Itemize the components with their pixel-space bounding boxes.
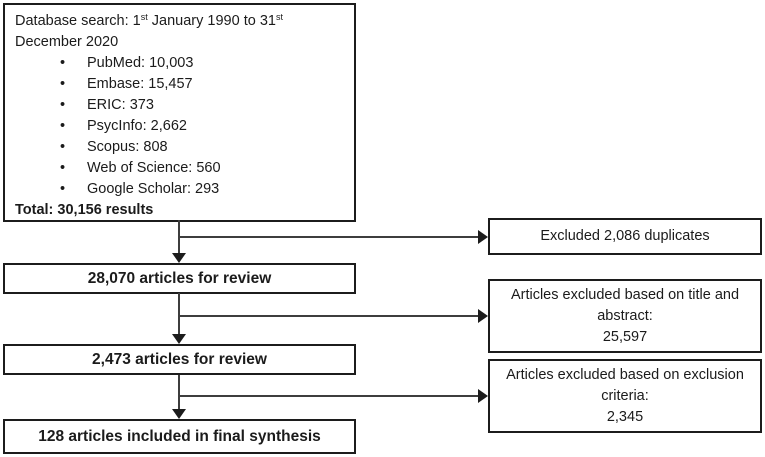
flow-line-vertical [178,293,180,335]
flow-line-horizontal [178,315,478,317]
reviewed-articles-label: 28,070 articles for review [87,269,272,287]
arrowhead-right-icon [478,309,488,323]
excluded-duplicates-box: Excluded 2,086 duplicates [488,218,762,255]
arrowhead-down-icon [172,334,186,344]
database-count-item: • ERIC: 373 [15,95,344,116]
database-count-item: • Embase: 15,457 [15,74,344,95]
included-articles-box: 128 articles included in final synthesis [3,419,356,454]
bullet-icon: • [60,139,66,155]
exclusion-text-line: Articles excluded based on title and [510,286,740,303]
search-title-text: Database search: 1 [15,13,141,29]
exclusion-count: 2,345 [606,408,644,425]
database-search-box: Database search: 1st January 1990 to 31s… [3,3,356,222]
database-count-item: • Google Scholar: 293 [15,179,344,200]
included-articles-label: 128 articles included in final synthesis [38,427,321,445]
reviewed-articles-box: 28,070 articles for review [3,263,356,294]
database-count-label: Scopus: 808 [87,139,168,155]
exclusion-count: 25,597 [602,328,648,345]
arrowhead-down-icon [172,409,186,419]
flow-line-vertical [178,375,180,410]
arrowhead-right-icon [478,230,488,244]
superscript-st: st [275,12,283,22]
flow-line-horizontal [178,395,478,397]
arrowhead-right-icon [478,389,488,403]
database-count-label: ERIC: 373 [87,97,154,113]
exclusion-text-line: abstract: [597,307,653,324]
database-count-label: PsycInfo: 2,662 [87,118,187,134]
database-count-item: • PsycInfo: 2,662 [15,116,344,137]
database-count-label: Google Scholar: 293 [87,181,220,197]
screened-articles-label: 2,473 articles for review [92,350,267,368]
bullet-icon: • [60,76,66,92]
bullet-icon: • [60,118,66,134]
search-box-title-line-1: Database search: 1st January 1990 to 31s… [15,11,344,32]
arrowhead-down-icon [172,253,186,263]
database-count-item: • Web of Science: 560 [15,158,344,179]
excluded-title-abstract-box: Articles excluded based on title and abs… [488,279,762,353]
database-count-item: • PubMed: 10,003 [15,53,344,74]
excluded-criteria-box: Articles excluded based on exclusion cri… [488,359,762,433]
exclusion-text-line: criteria: [601,387,649,404]
search-title-text: January 1990 to 31 [147,13,276,29]
bullet-icon: • [60,55,66,71]
database-count-label: PubMed: 10,003 [87,55,194,71]
search-box-title-line-2: December 2020 [15,34,119,50]
database-count-item: • Scopus: 808 [15,137,344,158]
bullet-icon: • [60,97,66,113]
search-total-label: Total: 30,156 results [15,202,154,218]
database-count-list: • PubMed: 10,003 • Embase: 15,457 • ERIC: 3… [15,53,344,200]
bullet-icon: • [60,181,66,197]
exclusion-text-line: Articles excluded based on exclusion [506,366,744,383]
bullet-icon: • [60,160,66,176]
superscript-st: st [140,12,148,22]
database-count-label: Embase: 15,457 [87,76,193,92]
excluded-duplicates-label: Excluded 2,086 duplicates [540,228,710,244]
flow-line-horizontal [178,236,478,238]
database-count-label: Web of Science: 560 [87,160,221,176]
screened-articles-box: 2,473 articles for review [3,344,356,375]
